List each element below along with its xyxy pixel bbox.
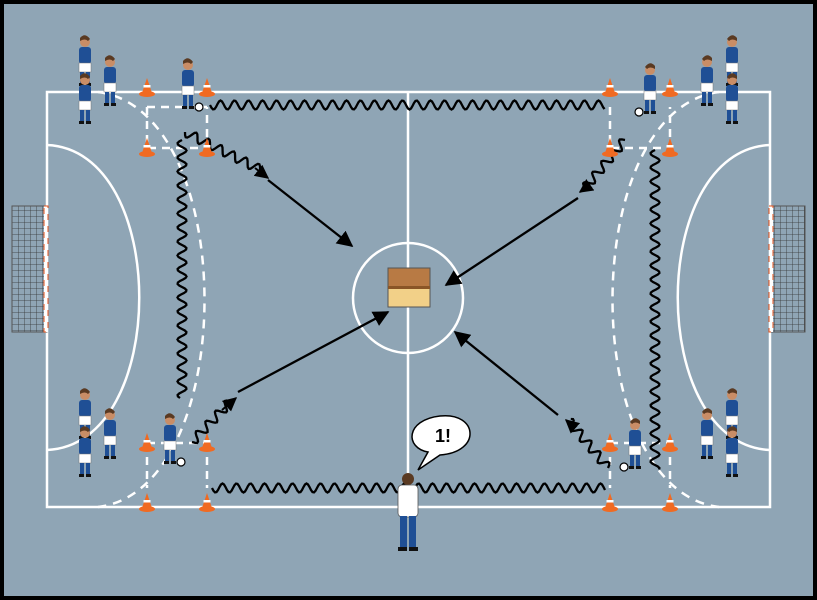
player (700, 408, 714, 459)
cone-icon (602, 138, 618, 157)
coach (397, 473, 419, 551)
arrow-head-bottom-left (221, 397, 238, 412)
target-box (387, 267, 431, 308)
cone-icon (199, 493, 215, 512)
dribble-top (208, 99, 606, 111)
cone-icon (602, 78, 618, 97)
player (103, 55, 117, 106)
cone-icon (662, 78, 678, 97)
speech-bubble: 1! (411, 415, 471, 471)
dribble-top-right-diag (581, 138, 626, 186)
cone-icon (662, 138, 678, 157)
right-goal (768, 205, 806, 333)
arrow-head-top-left (253, 164, 270, 179)
cone-icon (662, 493, 678, 512)
player (103, 408, 117, 459)
player (163, 413, 186, 467)
player (725, 73, 739, 124)
cone-icon (602, 433, 618, 452)
pass-arrow-top-right (444, 197, 579, 286)
pass-arrow-bottom-right (453, 330, 559, 416)
cone-icon (139, 493, 155, 512)
cone-icon (199, 138, 215, 157)
left-goal (11, 205, 49, 333)
player (634, 63, 657, 117)
cone-icon (139, 138, 155, 157)
ball-icon (634, 107, 644, 117)
player (181, 58, 204, 112)
arrow-head-bottom-right (564, 419, 581, 434)
pass-arrow-top-left (267, 179, 354, 247)
center-circle (351, 241, 465, 355)
dribble-top-left-diag (183, 131, 263, 177)
cone-icon (602, 493, 618, 512)
cone-icon (139, 78, 155, 97)
ball-icon (194, 102, 204, 112)
pass-arrows (221, 164, 595, 434)
right-goal-area (676, 143, 771, 452)
player (78, 426, 92, 477)
cone-icon (199, 78, 215, 97)
player (78, 73, 92, 124)
player (725, 426, 739, 477)
square-top-right (608, 107, 672, 150)
ball-icon (619, 462, 629, 472)
cones (139, 78, 678, 512)
player (619, 418, 642, 472)
players (78, 35, 739, 477)
arrow-head-top-right (578, 179, 595, 193)
dribble-left (176, 138, 188, 399)
coach-call-text: 1! (435, 426, 451, 446)
player (700, 55, 714, 106)
cone-icon (139, 433, 155, 452)
cone-icon (662, 433, 678, 452)
cone-icon (199, 433, 215, 452)
dribble-right (649, 148, 661, 470)
left-goal-area (46, 143, 141, 452)
ball-icon (176, 457, 186, 467)
pass-arrow-bottom-left (237, 310, 390, 394)
